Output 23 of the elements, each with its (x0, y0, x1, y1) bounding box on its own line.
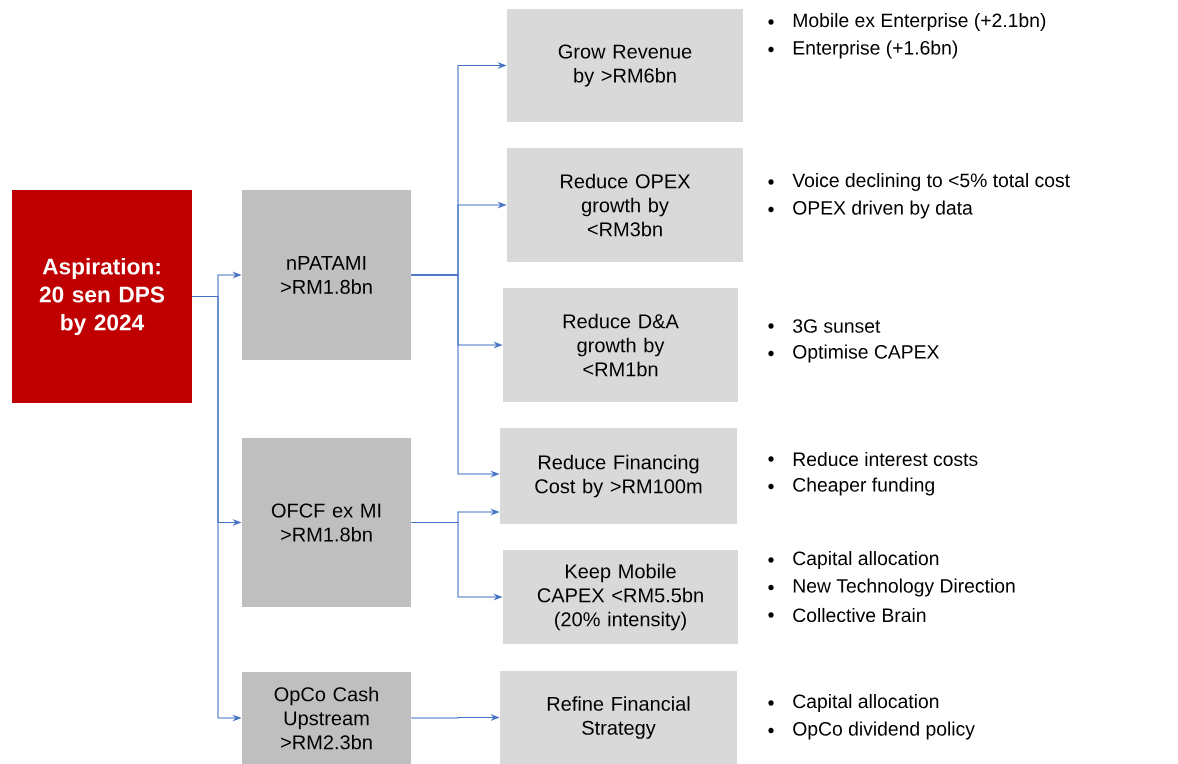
process-box: OpCo Cash Upstream >RM2.3bn (242, 672, 411, 764)
bullet-item: Capital allocation (768, 694, 939, 712)
bullet-item: Reduce interest costs (768, 451, 978, 467)
bullet-item: Voice declining to <5% total cost (768, 173, 1070, 191)
bullet-item: New Technology Direction (768, 578, 1015, 597)
bullet-item: Enterprise (+1.6bn) (768, 40, 958, 59)
bullet-item: 3G sunset (768, 319, 881, 333)
process-box: OFCF ex MI >RM1.8bn (242, 438, 411, 607)
bullet-item: Capital allocation (768, 551, 939, 569)
process-box: Grow Revenue by >RM6bn (507, 9, 743, 122)
bullet-item: Optimise CAPEX (768, 344, 940, 363)
bullet-item: Mobile ex Enterprise (+2.1bn) (768, 13, 1046, 31)
process-box: nPATAMI >RM1.8bn (242, 190, 411, 360)
process-box: Reduce D&A growth by <RM1bn (503, 288, 738, 402)
bullet-item: Cheaper funding (768, 477, 934, 496)
bullet-item: Collective Brain (768, 607, 926, 623)
process-box: Reduce OPEX growth by <RM3bn (507, 148, 743, 262)
process-box: Refine Financial Strategy (500, 671, 737, 764)
bullet-item: OpCo dividend policy (768, 721, 975, 740)
bullet-item: OPEX driven by data (768, 200, 973, 219)
process-box: Reduce Financing Cost by >RM100m (500, 428, 737, 524)
process-box: Aspiration: 20 sen DPS by 2024 (12, 190, 192, 403)
process-box: Keep Mobile CAPEX <RM5.5bn (20% intensity) (503, 550, 738, 644)
